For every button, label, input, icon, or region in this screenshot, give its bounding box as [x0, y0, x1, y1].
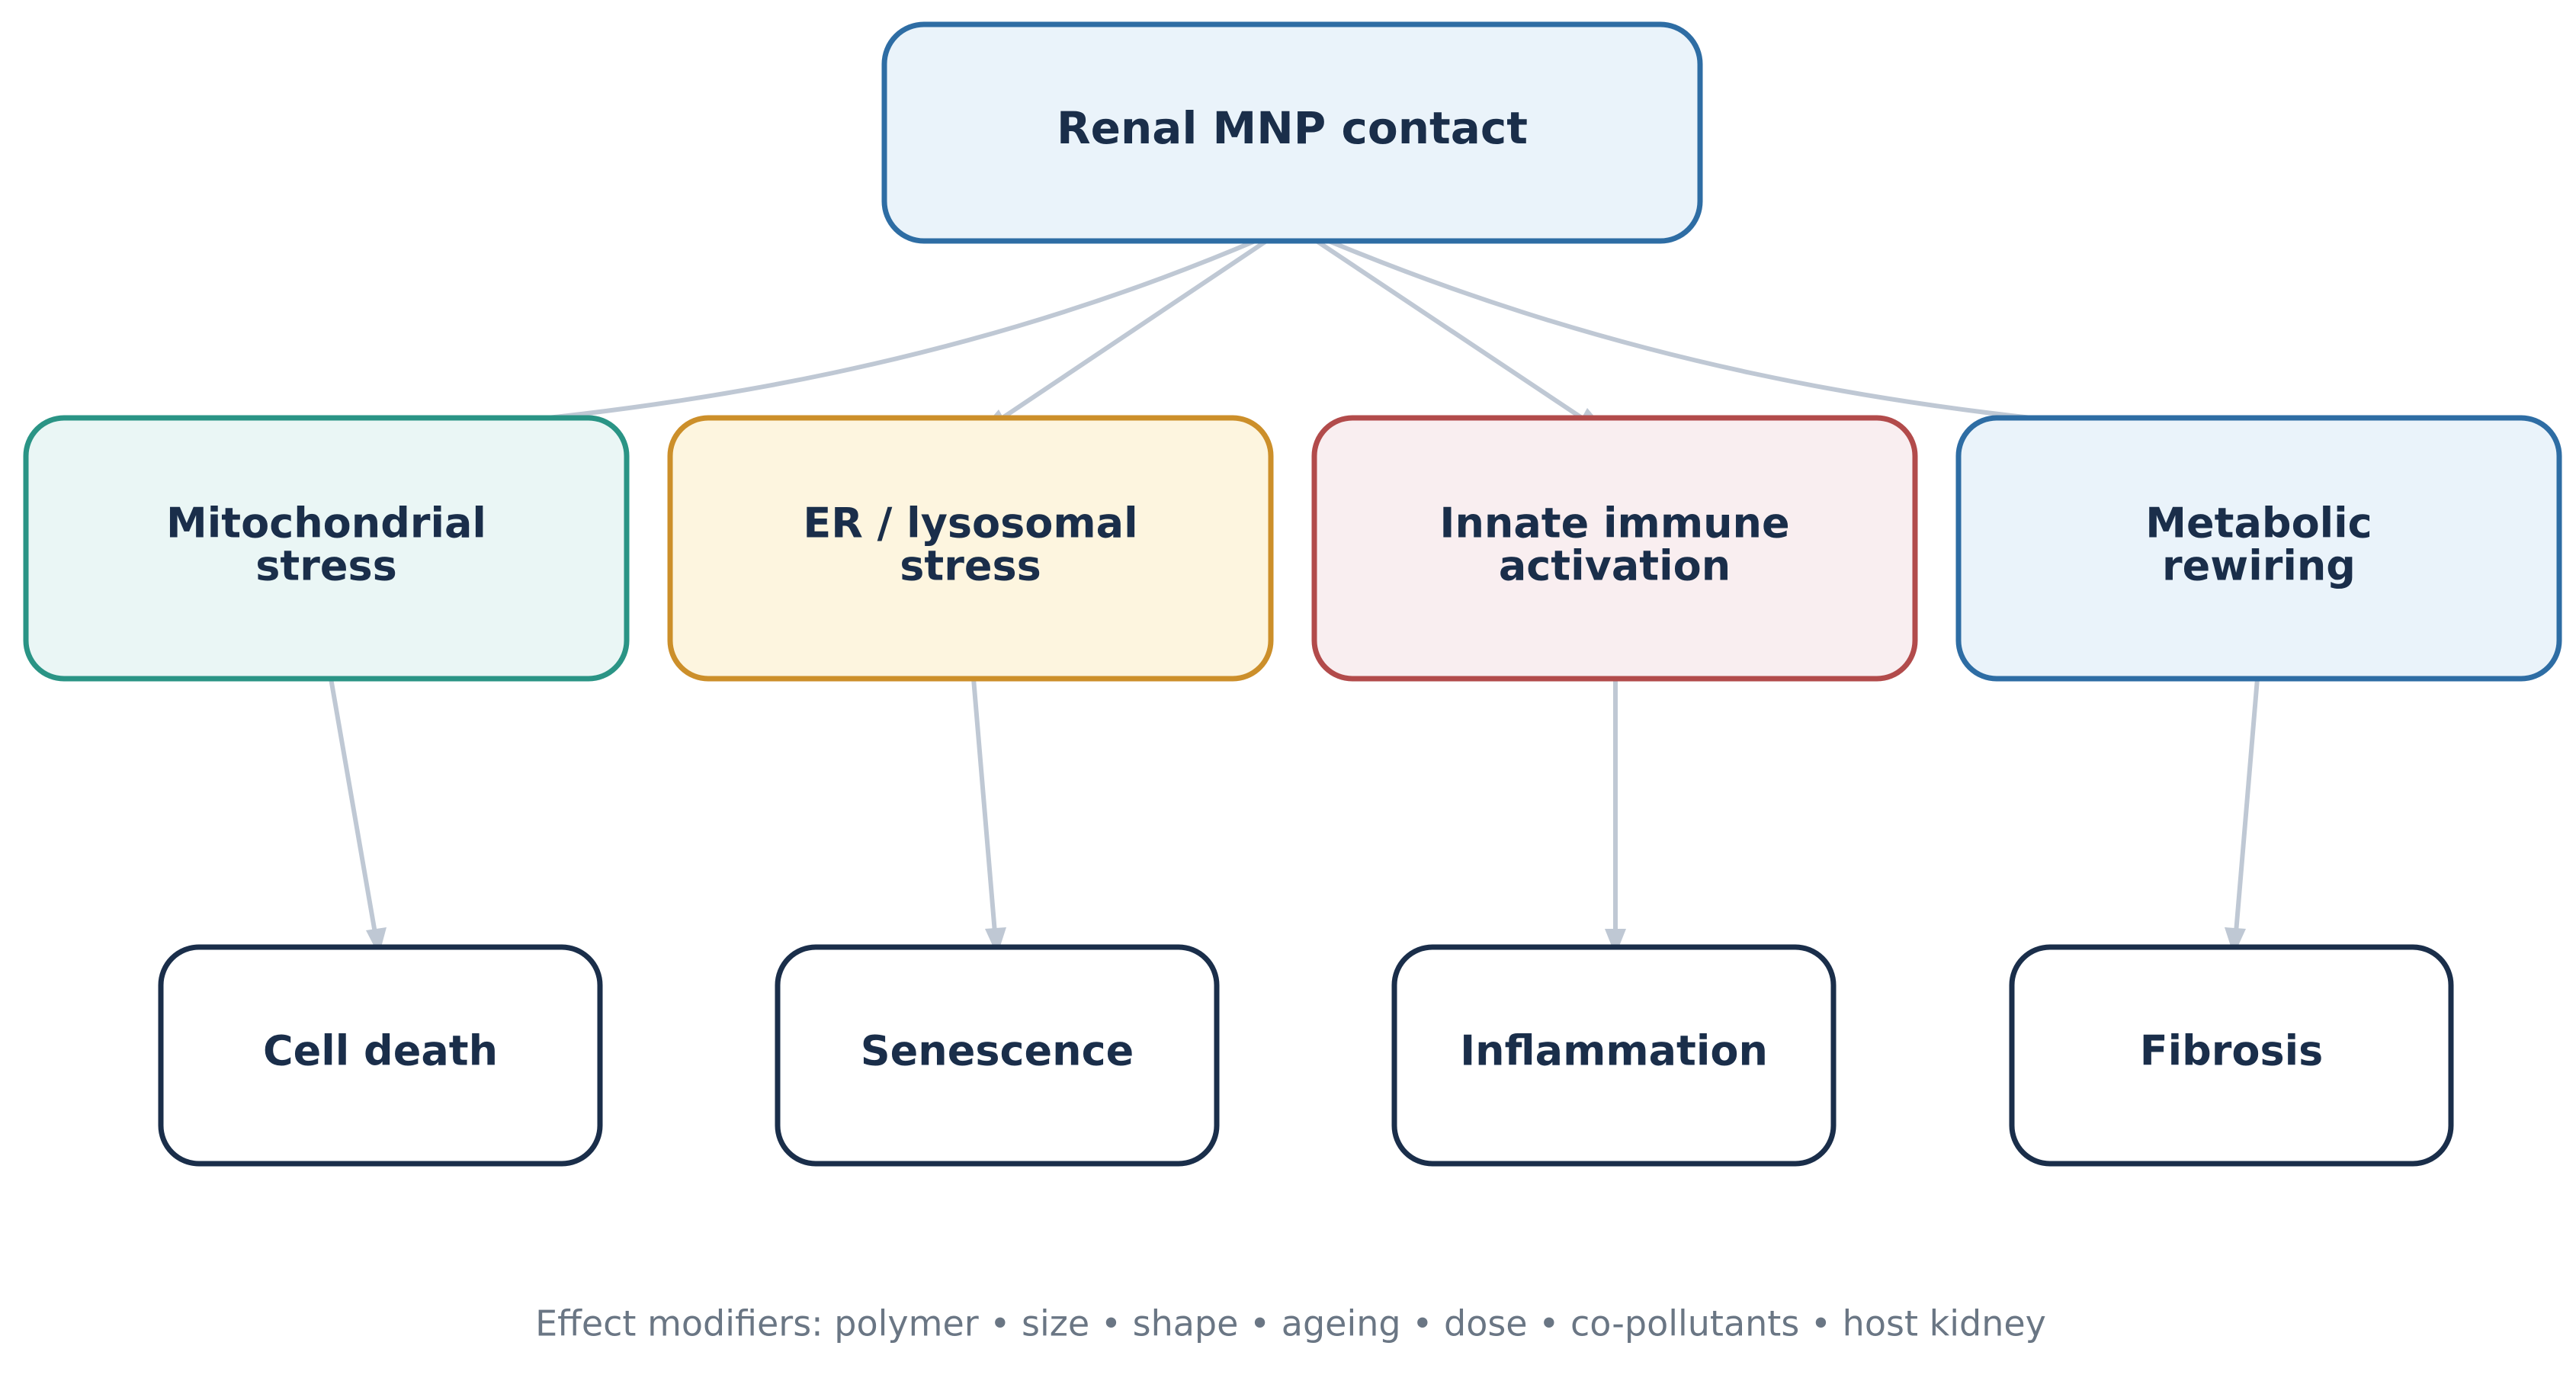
mechanism-node-metabolic: Metabolic rewiring [1955, 415, 2562, 682]
arrowhead-senescence [985, 927, 1006, 955]
outcome-node-label: Senescence [861, 1027, 1134, 1075]
mechanism-node-label-line2: stress [255, 542, 397, 590]
outcome-node-inflammation: Inflammation [1391, 944, 1837, 1167]
mechanism-node-label-line2: activation [1499, 542, 1731, 590]
outcome-node-label: Fibrosis [2140, 1027, 2324, 1075]
effect-modifiers-caption: Effect modifiers: polymer • size • shape… [535, 1303, 2046, 1344]
root-node: Renal MNP contact [881, 21, 1703, 244]
edge-metabolic-to-fibrosis [2233, 669, 2260, 943]
mechanism-node-er-lysosomal: ER / lysosomal stress [667, 415, 1274, 682]
outcome-node-senescence: Senescence [775, 944, 1220, 1167]
edge-root-to-metabolic [1294, 225, 2238, 437]
outcome-nodes: Cell death Senescence Inflammation Fibro… [158, 944, 2454, 1167]
arrowhead-fibrosis [2225, 927, 2246, 955]
mechanism-nodes: Mitochondrial stress ER / lysosomal stre… [23, 415, 2562, 682]
mechanism-node-label-line1: ER / lysosomal [803, 499, 1137, 548]
outcome-node-label: Cell death [263, 1027, 498, 1075]
mechanism-node-label-line1: Metabolic [2145, 499, 2372, 548]
mechanism-node-box [1311, 415, 1918, 682]
edge-er-lysosomal-to-senescence [970, 669, 998, 943]
root-edges [335, 225, 2249, 445]
edge-mitochondrial-to-cell-death [327, 669, 379, 943]
edge-root-to-mitochondrial [342, 225, 1288, 437]
mechanism-node-label-line1: Mitochondrial [166, 499, 486, 548]
outcome-node-label: Inflammation [1460, 1027, 1768, 1075]
mechanism-node-box [1955, 415, 2562, 682]
outcome-node-cell-death: Cell death [158, 944, 603, 1167]
edge-root-to-er-lysosomal [990, 225, 1288, 428]
outcome-node-box [2009, 944, 2454, 1167]
mechanism-node-label-line2: stress [900, 542, 1041, 590]
outcome-node-fibrosis: Fibrosis [2009, 944, 2454, 1167]
mechanism-node-mitochondrial: Mitochondrial stress [23, 415, 630, 682]
arrowhead-cell-death [366, 927, 387, 955]
root-node-label: Renal MNP contact [1057, 102, 1528, 154]
edge-root-to-innate-immune [1294, 225, 1595, 428]
mechanism-node-innate-immune: Innate immune activation [1311, 415, 1918, 682]
outcome-node-box [158, 944, 603, 1167]
arrowhead-inflammation [1605, 929, 1626, 955]
mechanism-node-label-line2: rewiring [2162, 542, 2356, 590]
outcome-node-box [775, 944, 1220, 1167]
mechanism-node-label-line1: Innate immune [1439, 499, 1789, 548]
mechanism-node-box [23, 415, 630, 682]
root-node-box [881, 21, 1703, 244]
outcome-node-box [1391, 944, 1837, 1167]
mechanism-node-box [667, 415, 1274, 682]
mechanism-edges [327, 669, 2260, 955]
